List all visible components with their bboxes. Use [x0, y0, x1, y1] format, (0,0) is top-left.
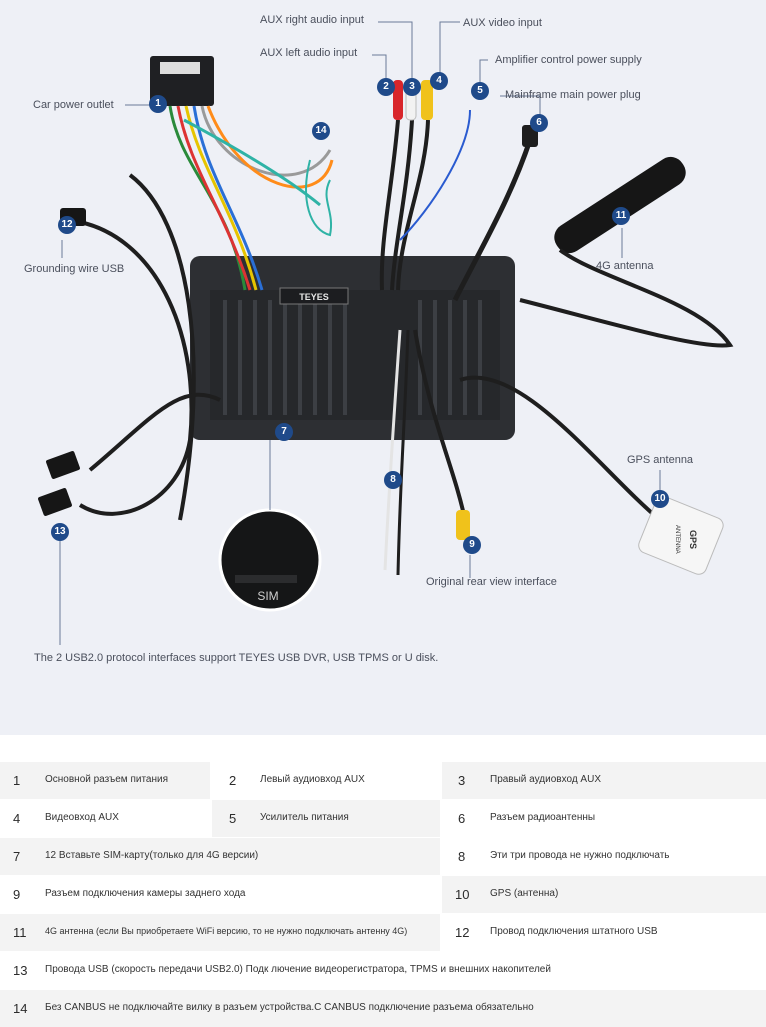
legend-row: 1 Основной разъем питания 2 Левый аудиовхо…: [0, 762, 766, 799]
label-main-power: Mainframe main power plug: [505, 89, 641, 101]
badge-8: 8: [384, 471, 402, 489]
badge-2: 2: [377, 78, 395, 96]
badge-3: 3: [403, 78, 421, 96]
legend-text: Левый аудиовход AUX: [260, 774, 365, 785]
brand-logo: TEYES: [299, 292, 329, 302]
wiring-diagram-photo: TEYES GPS: [0, 0, 766, 735]
legend-row: 7 12 Вставьте SIM-карту(только для 4G вер…: [0, 838, 766, 875]
badge-12: 12: [58, 216, 76, 234]
usb-plug-2: [38, 488, 72, 516]
legend-row: 14 Без CANBUS не подключайте вилку в разъ…: [0, 990, 766, 1027]
label-aux-right: AUX right audio input: [260, 14, 364, 26]
badge-5: 5: [471, 82, 489, 100]
badge-11: 11: [612, 207, 630, 225]
legend-text: Без CANBUS не подключайте вилку в разъем…: [45, 1002, 534, 1013]
legend-num: 1: [13, 773, 21, 788]
legend-num: 9: [13, 887, 21, 902]
antenna-4g-device: [554, 156, 686, 254]
badge-14: 14: [312, 122, 330, 140]
legend-num: 7: [13, 849, 21, 864]
label-aux-video: AUX video input: [463, 17, 542, 29]
badge-4: 4: [430, 72, 448, 90]
sim-slot-label: SIM: [257, 589, 278, 603]
badge-6: 6: [530, 114, 548, 132]
legend-row: 4 Видеовход AUX 5 Усилитель питания 6 Разъе…: [0, 800, 766, 837]
label-4g-antenna: 4G antenna: [596, 260, 654, 272]
legend-text: Провода USB (скорость передачи USB2.0) П…: [45, 964, 551, 975]
legend-num: 4: [13, 811, 21, 826]
legend-num: 3: [458, 773, 466, 788]
label-ground-usb: Grounding wire USB: [24, 263, 125, 275]
badge-13: 13: [51, 523, 69, 541]
gps-antenna-device: [638, 495, 724, 575]
label-usb-note: The 2 USB2.0 protocol interfaces support…: [34, 652, 439, 664]
label-gps-antenna: GPS antenna: [627, 454, 694, 466]
legend-text: 12 Вставьте SIM-карту(только для 4G верс…: [45, 850, 259, 861]
wiring-illustration: TEYES GPS: [38, 21, 734, 645]
gps-box-text: GPS: [688, 530, 698, 549]
legend-num: 13: [13, 963, 28, 978]
label-car-power: Car power outlet: [33, 99, 114, 111]
legend-text: Видеовход AUX: [45, 812, 119, 823]
legend-num: 14: [13, 1001, 28, 1016]
usb-plug-1: [46, 451, 80, 479]
legend-num: 2: [229, 773, 237, 788]
legend-num: 10: [455, 887, 470, 902]
label-amp-power: Amplifier control power supply: [495, 54, 642, 66]
legend-text: Провод подключения штатного USB: [490, 926, 658, 937]
legend-num: 8: [458, 849, 466, 864]
badge-1: 1: [149, 95, 167, 113]
badge-10: 10: [651, 490, 669, 508]
legend-num: 11: [13, 925, 27, 940]
legend-text: Правый аудиовход AUX: [490, 774, 601, 785]
legend-text: Разъем радиоантенны: [490, 812, 596, 823]
legend-row: 13 Провода USB (скорость передачи USB2.0)…: [0, 952, 766, 989]
legend-text: Усилитель питания: [260, 812, 349, 823]
legend-text: 4G антенна (если Вы приобретаете WiFi ве…: [45, 926, 408, 936]
legend-num: 6: [458, 811, 466, 826]
legend-text: Основной разъем питания: [45, 774, 169, 785]
legend-text: Эти три провода не нужно подключать: [490, 850, 670, 861]
badge-9: 9: [463, 536, 481, 554]
legend-row: 11 4G антенна (если Вы приобретаете WiFi …: [0, 914, 766, 951]
gps-box-subtext: ANTENNA: [674, 525, 680, 554]
label-aux-left: AUX left audio input: [260, 47, 358, 59]
label-rear-view: Original rear view interface: [426, 576, 557, 588]
legend-num: 5: [229, 811, 237, 826]
legend-text: GPS (антенна): [490, 888, 559, 899]
badge-7: 7: [275, 423, 293, 441]
legend-num: 12: [455, 925, 470, 940]
legend-text: Разъем подключения камеры заднего хода: [45, 888, 246, 899]
